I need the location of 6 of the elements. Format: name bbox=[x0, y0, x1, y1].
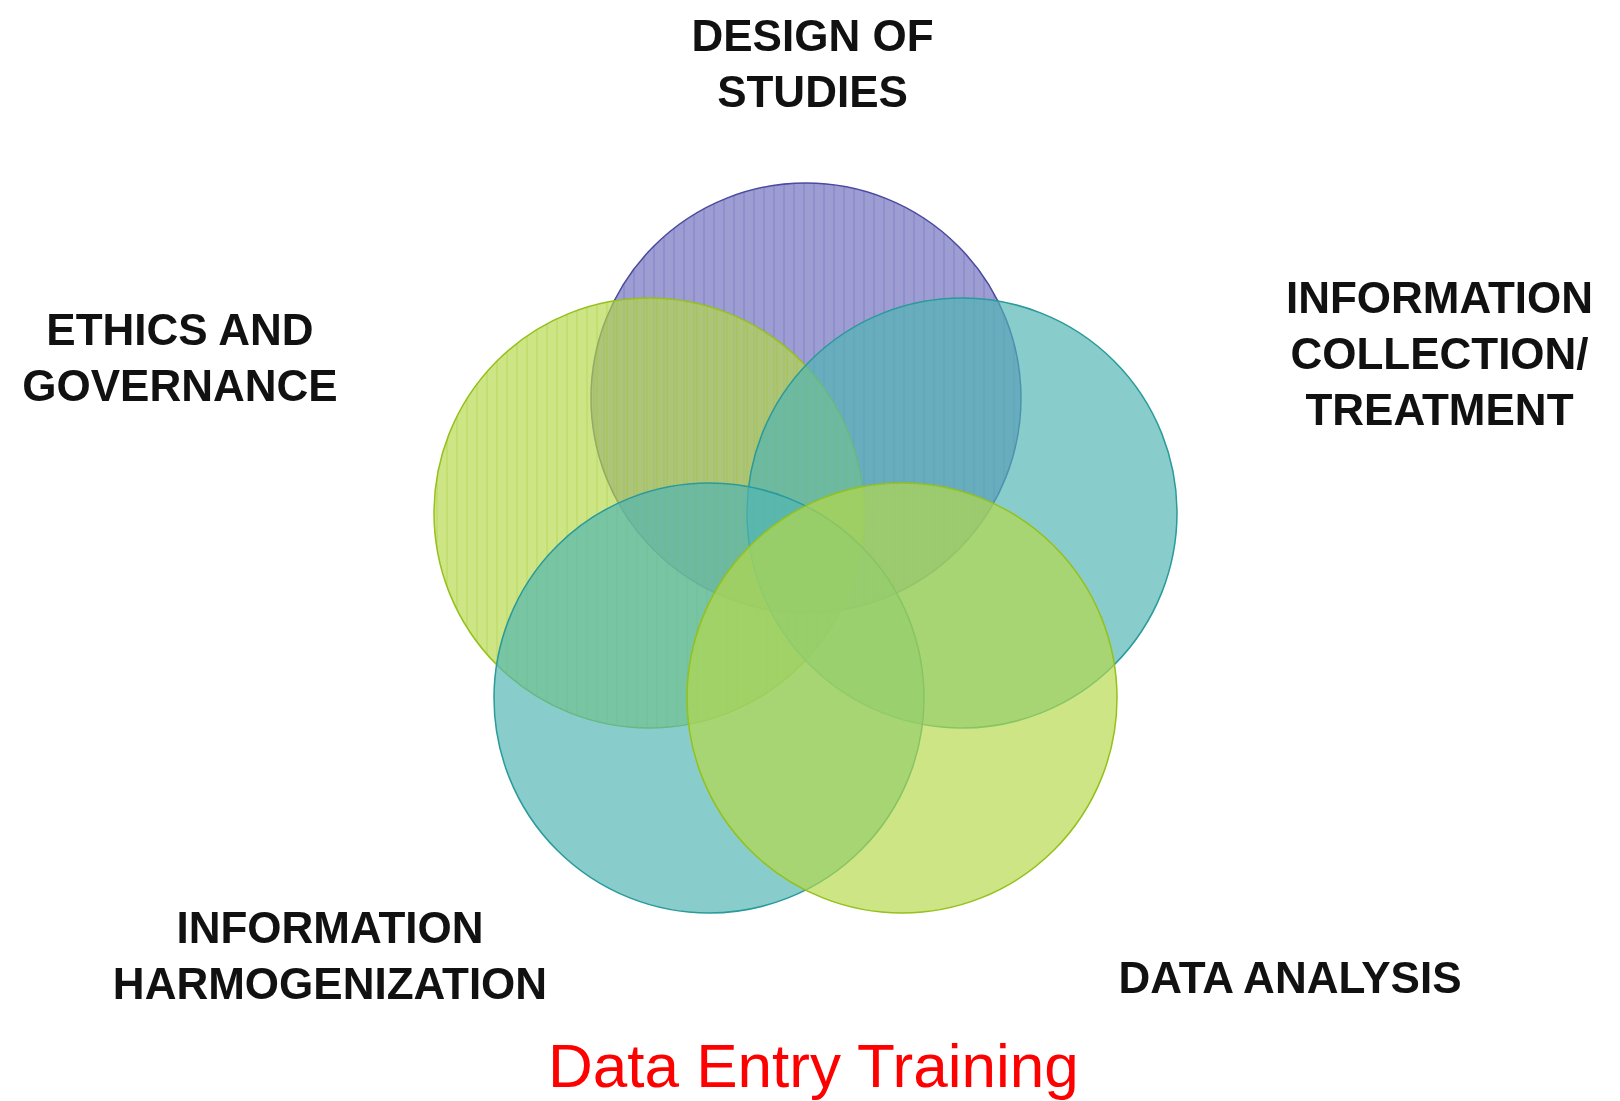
circle-label: DATA ANALYSIS bbox=[1117, 952, 1463, 1004]
circle-label: ETHICS AND GOVERNANCE bbox=[21, 304, 339, 412]
circle-label: INFORMATION COLLECTION/ TREATMENT bbox=[1284, 272, 1595, 436]
circle-label: DESIGN OF STUDIES bbox=[690, 10, 935, 118]
caption: Data Entry Training bbox=[548, 1030, 1079, 1101]
circle-label: INFORMATION HARMOGENIZATION bbox=[111, 902, 549, 1010]
